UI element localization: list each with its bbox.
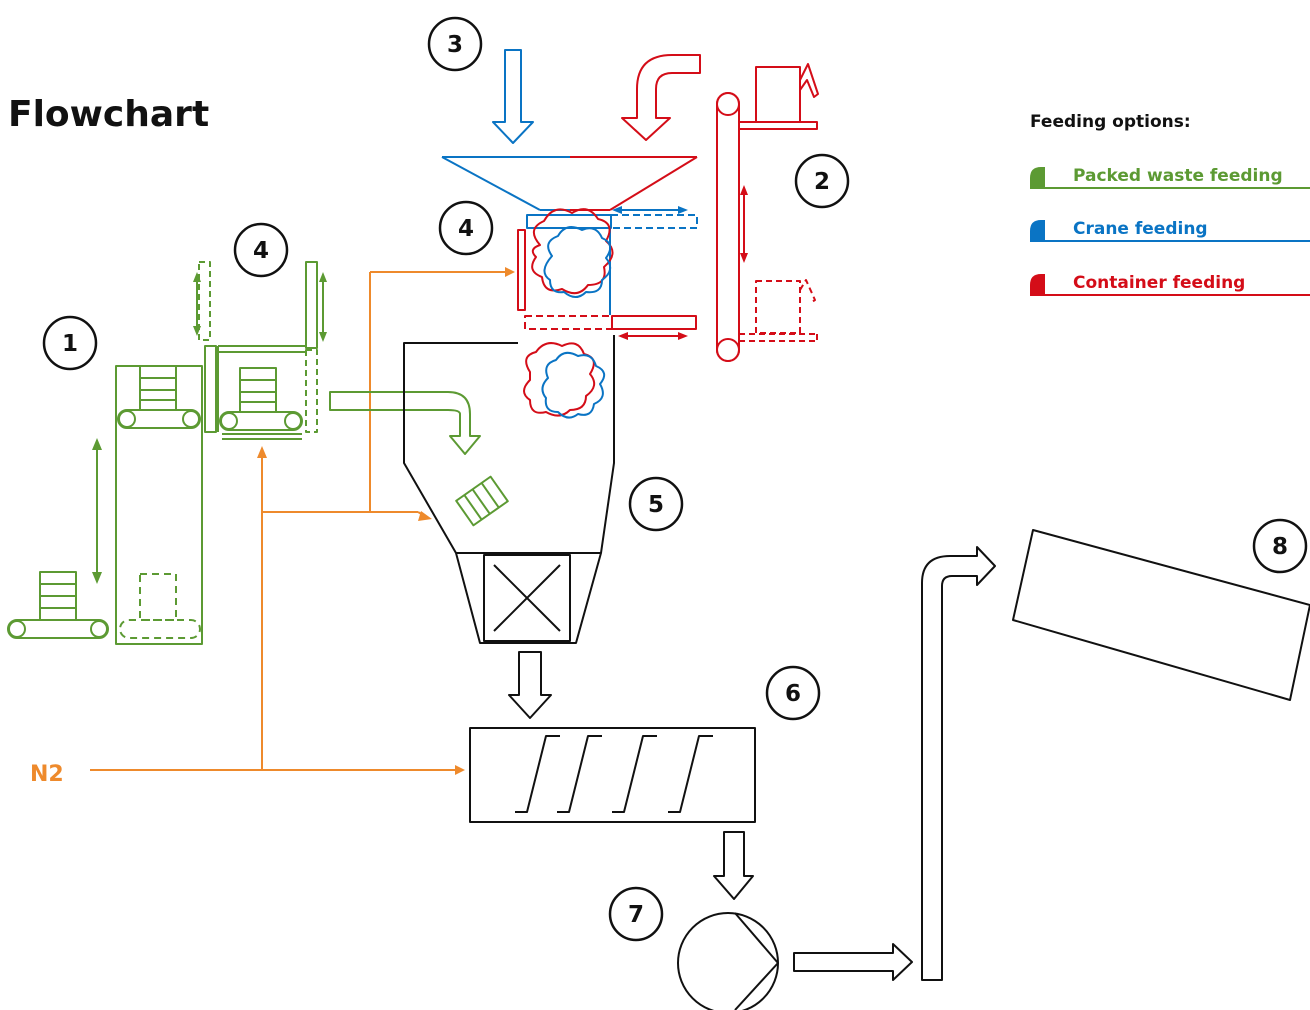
n2-arrowhead-feeder: [257, 446, 267, 458]
waste-cloud-lower: [523, 342, 606, 419]
legend-item-container: Container feeding: [1030, 273, 1310, 296]
svg-text:2: 2: [814, 169, 830, 195]
svg-text:1: 1: [62, 331, 78, 357]
feeder-gate-left: [204, 345, 217, 433]
svg-text:4: 4: [253, 238, 269, 264]
container-lid: [799, 63, 819, 98]
discharge-arrow: [508, 651, 552, 719]
waste-container: [755, 66, 801, 123]
container-platform: [738, 121, 818, 130]
legend-title: Feeding options:: [1030, 112, 1191, 132]
roller: [8, 620, 26, 638]
badge-3: 3: [427, 16, 483, 72]
legend-swatch-red: [1030, 274, 1045, 295]
feeder-gate-right: [305, 261, 318, 349]
upper-gate-blue: [526, 206, 698, 315]
pyrolysis-chamber: [403, 335, 615, 644]
legend-item-crane: Crane feeding: [1030, 219, 1310, 242]
container-feed-arrow: [621, 54, 701, 141]
n2-arrowhead-screw: [455, 765, 465, 775]
badge-5: 5: [628, 476, 684, 532]
badge-7: 7: [608, 886, 664, 942]
n2-supply-lines: [90, 267, 515, 775]
storage-tank: [1012, 529, 1310, 701]
rotary-valve: [483, 554, 571, 642]
waste-package: [139, 365, 177, 411]
lift-platform-bottom-dashed: [119, 573, 201, 639]
badge-4-center: 4: [438, 200, 494, 256]
roller: [90, 620, 108, 638]
lower-gate-red: [517, 229, 697, 340]
legend-swatch-blue: [1030, 220, 1045, 241]
page-title: Flowchart: [8, 94, 209, 135]
waste-cloud-upper: [531, 208, 614, 298]
packed-waste-transfer-arrow: [329, 391, 481, 455]
legend-swatch-green: [1030, 167, 1045, 188]
transfer-pipe-arrow: [921, 546, 996, 981]
svg-text:6: 6: [785, 681, 801, 707]
screw-to-pump-arrow: [713, 831, 754, 900]
svg-text:3: 3: [447, 32, 463, 58]
step-badges: 1 2 3 4 4 5 6 7: [42, 16, 1308, 942]
badge-1: 1: [42, 315, 98, 371]
n2-label: N2: [30, 762, 64, 787]
legend-label-container: Container feeding: [1073, 273, 1245, 293]
badge-4-left: 4: [233, 222, 289, 278]
screw-conveyor: [469, 727, 756, 823]
badge-2: 2: [794, 153, 850, 209]
legend-label-packed-waste: Packed waste feeding: [1073, 166, 1283, 186]
waste-package: [239, 367, 277, 413]
feeder-gate-right-closed: [305, 349, 318, 433]
container-lowered-dashed: [739, 279, 818, 342]
feeder-gate-left-open: [198, 261, 211, 341]
elevator-belt: [716, 92, 740, 362]
legend: Feeding options: Packed waste feeding Cr…: [1030, 112, 1310, 296]
legend-label-crane: Crane feeding: [1073, 219, 1208, 239]
n2-arrowhead-chamber: [505, 267, 515, 277]
svg-text:8: 8: [1272, 534, 1288, 560]
svg-text:4: 4: [458, 216, 474, 242]
badge-8: 8: [1252, 518, 1308, 574]
falling-package: [455, 475, 509, 527]
n2-arrowhead-cyclone: [418, 511, 432, 521]
svg-text:7: 7: [628, 902, 644, 928]
pump-outlet-arrow: [793, 943, 913, 981]
legend-item-packed-waste: Packed waste feeding: [1030, 166, 1310, 189]
lift-shaft: [115, 365, 203, 645]
packed-waste-lift: [7, 261, 509, 645]
pump: [677, 912, 779, 1010]
container-elevator: [716, 63, 819, 362]
crane-feed-arrow: [492, 49, 534, 144]
discharge-cone: [455, 552, 602, 644]
svg-text:5: 5: [648, 492, 664, 518]
badge-6: 6: [765, 665, 821, 721]
hopper: [441, 156, 698, 211]
